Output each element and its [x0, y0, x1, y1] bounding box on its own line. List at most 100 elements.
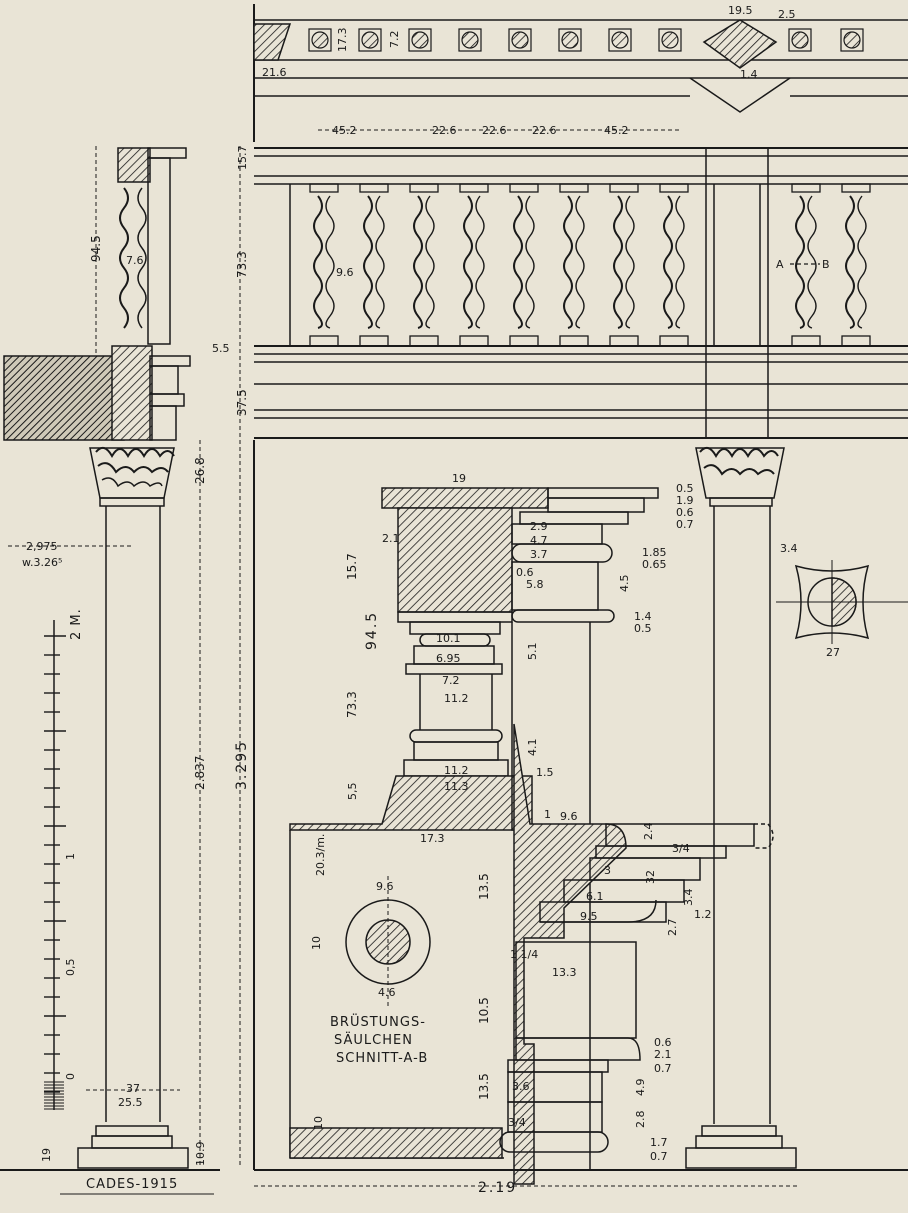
cornice-d5: 17.3 [336, 28, 349, 53]
section-w46: 4.6 [378, 986, 396, 999]
detail-w173: 17.3 [420, 832, 445, 845]
section-d06: 0.6 [654, 1036, 672, 1049]
left-elevation [0, 147, 220, 1171]
overall-width: 2.19 [478, 1180, 517, 1196]
total-height: 3.295 [234, 740, 250, 790]
baluster-height: 94.5 [89, 235, 103, 262]
cornice-d4: 21.6 [262, 66, 287, 79]
shaft-height: 2.837 [193, 756, 207, 790]
width-6: 11.3 [444, 780, 469, 793]
base-small: 10.9 [194, 1142, 207, 1167]
plinth: 19 [40, 1148, 53, 1162]
rosette [558, 28, 582, 52]
detail-w58: 5.8 [526, 578, 544, 591]
plan-w27: 27 [826, 646, 840, 659]
section-marker-b: B [822, 258, 830, 271]
rd-1: 0.5 [676, 482, 694, 495]
section-d36: 3.6 [512, 1080, 530, 1093]
section-d28: 2.8 [634, 1111, 647, 1129]
baluster [791, 183, 821, 347]
mid-2: 0.5 [634, 622, 652, 635]
rosette [458, 28, 482, 52]
rd-3: 0.6 [676, 506, 694, 519]
scale-mark-05: 0,5 [64, 959, 77, 977]
section-d07b: 0.7 [650, 1150, 668, 1163]
mid-1: 1.4 [634, 610, 652, 623]
rosette [408, 28, 432, 52]
width-2: 6.95 [436, 652, 461, 665]
width-5: 11.2 [444, 764, 469, 777]
rosette [658, 28, 682, 52]
rosette [840, 28, 864, 52]
section-d17: 1.7 [650, 1136, 668, 1149]
cornice-d6: 7.2 [388, 31, 401, 49]
baluster [459, 183, 489, 347]
section-h203: 20.3/m. [314, 834, 327, 876]
detail-h51: 5.1 [526, 643, 539, 661]
section-d49: 4.9 [634, 1079, 647, 1097]
rosette [788, 28, 812, 52]
title-line-3: SCHNITT-A-B [336, 1051, 428, 1066]
detail-a06: 0.6 [516, 566, 534, 579]
detail-h15: 1.5 [536, 766, 554, 779]
section-d21: 2.1 [654, 1048, 672, 1061]
column-dia: 2,975 [26, 540, 58, 553]
detail-h157: 15.7 [345, 553, 359, 580]
baluster [509, 183, 539, 347]
section-d61: 6.1 [586, 890, 604, 903]
section-d32: 32 [644, 870, 657, 884]
rd-4: 0.7 [676, 518, 694, 531]
inner-1: 2.9 [530, 520, 548, 533]
plan-d34: 3.4 [780, 542, 798, 555]
column-dia-note: w.3.26⁵ [22, 556, 62, 569]
inner-3: 3.7 [530, 548, 548, 561]
section-d3: 3 [604, 864, 611, 877]
capital-height: 26.8 [193, 457, 207, 484]
rd-2: 1.9 [676, 494, 694, 507]
balustrade-gap: 5.5 [212, 342, 230, 355]
section-d34b: 3.4 [682, 889, 695, 907]
detail-h733: 73.3 [345, 691, 359, 718]
cornice-d2: 2.5 [778, 8, 796, 21]
width-3: 7.2 [442, 674, 460, 687]
section-d12: 1.2 [694, 908, 712, 921]
baluster [309, 183, 339, 347]
baluster [409, 183, 439, 347]
scale-mark-0: 0 [64, 1073, 77, 1080]
detail-h45: 4.5 [618, 575, 631, 593]
baluster [359, 183, 389, 347]
section-d27: 2.7 [666, 919, 679, 937]
rosette [608, 28, 632, 52]
rosette [358, 28, 382, 52]
detail-d21: 2.1 [382, 532, 400, 545]
base-inner: 25.5 [118, 1096, 143, 1109]
width-4: 11.2 [444, 692, 469, 705]
section-d14: 1 1/4 [510, 948, 538, 961]
rosette [308, 28, 332, 52]
width-1: 10.1 [436, 632, 461, 645]
section-d95: 9.5 [580, 910, 598, 923]
section-marker-a: A [776, 258, 784, 271]
column-plan [776, 560, 908, 644]
detail-h41: 4.1 [526, 739, 539, 757]
cornice-d1: 19.5 [728, 4, 753, 17]
section-h10b: 10 [312, 1116, 325, 1130]
scale-label: 2 M. [69, 608, 84, 640]
spacing-1: 45.2 [332, 124, 357, 137]
balustrade-height: 73.3 [235, 251, 249, 278]
baluster-width: 7.6 [126, 254, 144, 267]
right-column [253, 440, 908, 1171]
cornice-d3: 1.4 [740, 68, 758, 81]
cap-mid-2: 0.65 [642, 558, 667, 571]
detail-h945: 94.5 [364, 611, 380, 650]
title-line-1: BRÜSTUNGS- [330, 1013, 426, 1030]
scale-ticks [44, 635, 66, 1110]
baluster [609, 183, 639, 347]
beam-height: 37.5 [235, 389, 249, 416]
detail-h1: 1 [544, 808, 551, 821]
scale-mark-1: 1 [64, 853, 77, 860]
spacing-3: 22.6 [482, 124, 507, 137]
spacing-5: 45.2 [604, 124, 629, 137]
section-h10: 10 [310, 936, 323, 950]
